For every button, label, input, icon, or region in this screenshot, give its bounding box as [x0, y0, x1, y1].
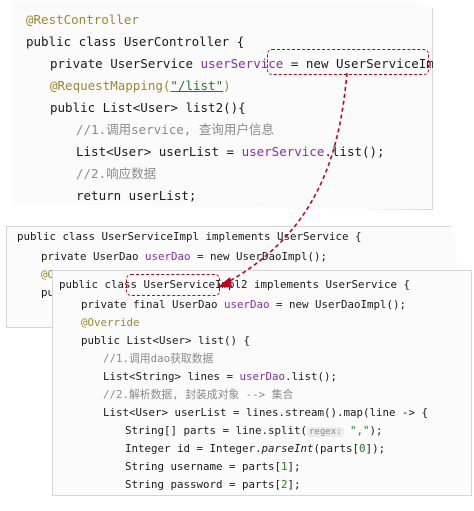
code-line: List<User> userList = userService.list()…	[76, 144, 385, 159]
code-line: @RestController	[26, 12, 139, 27]
code-comment: //2.解析数据, 封装成对象 --> 集合	[103, 388, 294, 401]
code-line: @Override	[81, 316, 140, 329]
highlight-new-impl	[267, 49, 429, 75]
code-line: pu	[41, 286, 55, 299]
code-line: private UserDao userDao = new UserDaoImp…	[41, 250, 328, 263]
code-line: }	[50, 202, 58, 217]
code-line: String password = parts[2];	[125, 478, 301, 491]
code-line: public List<User> list() {	[81, 334, 251, 347]
code-panel-user-controller: @RestController public class UserControl…	[12, 2, 433, 210]
code-line: List<User> userList = lines.stream().map…	[103, 406, 429, 419]
code-line: @RequestMapping("/list")	[50, 78, 231, 93]
code-line: String name = parts[3];	[125, 495, 275, 496]
code-comment: //1.调用dao获取数据	[103, 352, 214, 365]
code-line: List<String> lines = userDao.list();	[103, 370, 338, 383]
code-line: public List<User> list2(){	[50, 100, 246, 115]
code-line: private final UserDao userDao = new User…	[81, 298, 407, 311]
param-hint: regex:	[307, 427, 344, 437]
code-comment: //1.调用service, 查询用户信息	[76, 122, 274, 137]
code-line: public class UserController {	[26, 34, 245, 49]
highlight-impl2-class	[126, 274, 220, 296]
code-panel-user-service-impl2: public class UserServiceImpl2 implements…	[52, 270, 472, 496]
code-line: String username = parts[1];	[125, 460, 301, 473]
code-line: Integer id = Integer.parseInt(parts[0]);	[125, 442, 386, 455]
code-line: String[] parts = line.split(regex: ",");	[125, 424, 383, 437]
code-line: public class UserServiceImpl2 implements…	[59, 278, 411, 291]
code-line: private UserService userService = new Us…	[50, 56, 474, 71]
code-line: return userList;	[76, 188, 197, 203]
code-comment: //2.响应数据	[76, 166, 157, 181]
code-line: public class UserServiceImpl implements …	[17, 230, 362, 243]
